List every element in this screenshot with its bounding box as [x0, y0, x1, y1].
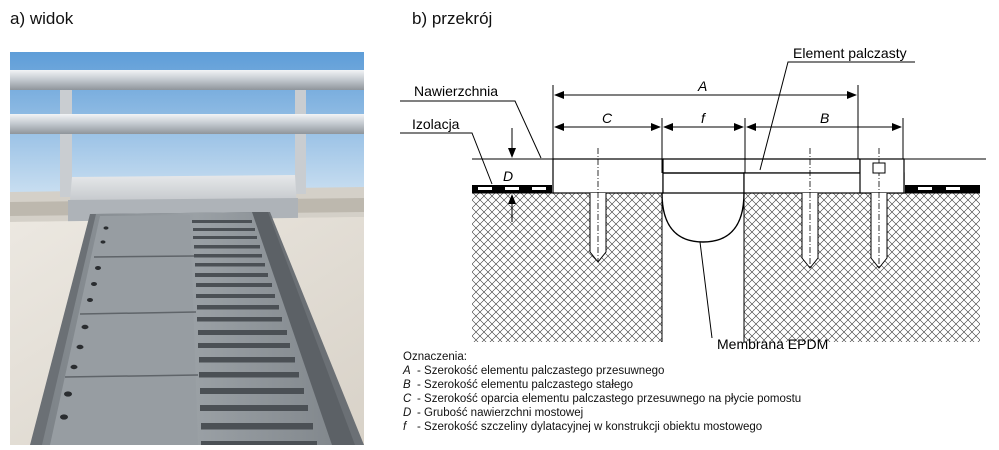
- cross-section-drawing: A C f B D Element palczasty Nawierzchnia…: [400, 45, 986, 352]
- label-membrana-epdm: Membrana EPDM: [717, 336, 828, 352]
- label-nawierzchnia: Nawierzchnia: [414, 83, 498, 99]
- dim-label-d: D: [503, 168, 513, 184]
- dim-label-f: f: [701, 110, 707, 126]
- epdm-membrane: [661, 192, 745, 243]
- left-concrete-slab: [472, 192, 663, 342]
- legend: Oznaczenia: A- Szerokość elementu palcza…: [403, 350, 801, 434]
- legend-item: B- Szerokość elementu palczastego stałeg…: [403, 379, 634, 391]
- legend-item: D- Grubość nawierzchni mostowej: [403, 407, 584, 419]
- dim-label-c: C: [602, 110, 613, 126]
- fixed-finger-element: [743, 158, 905, 194]
- panel-b-title: b) przekrój: [412, 9, 493, 28]
- panel-a-title: a) widok: [10, 9, 74, 28]
- dim-label-a: A: [697, 78, 707, 94]
- label-element-palczasty: Element palczasty: [793, 45, 907, 61]
- sliding-finger-element: [552, 158, 861, 194]
- legend-item: C- Szerokość oparcia elementu palczasteg…: [403, 393, 802, 405]
- label-izolacja: Izolacja: [412, 116, 460, 132]
- insulation-layer: [472, 185, 980, 193]
- legend-item: A- Szerokość elementu palczastego przesu…: [403, 365, 665, 377]
- legend-item: f- Szerokość szczeliny dylatacyjnej w ko…: [403, 421, 763, 433]
- dim-label-b: B: [820, 110, 829, 126]
- legend-heading: Oznaczenia:: [403, 351, 467, 363]
- expansion-joint-photo: [10, 52, 364, 445]
- right-concrete-slab: [743, 192, 980, 342]
